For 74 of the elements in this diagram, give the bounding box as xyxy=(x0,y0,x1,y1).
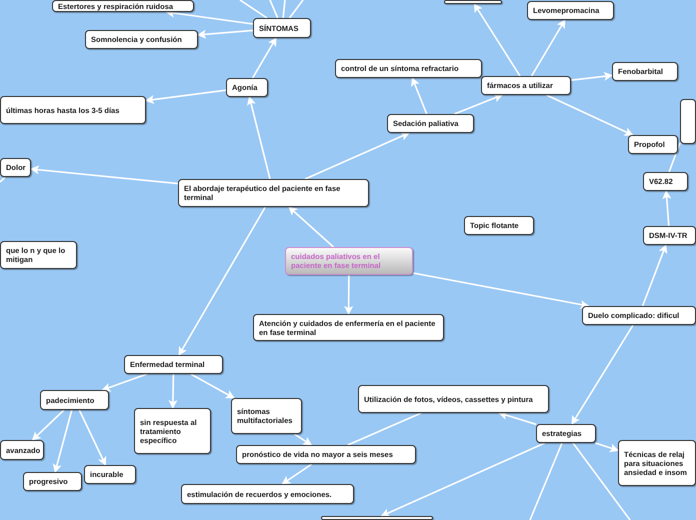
topic-box xyxy=(84,465,136,484)
arrow xyxy=(294,433,312,446)
arrow xyxy=(474,3,521,76)
arrow xyxy=(498,411,536,426)
topic-box xyxy=(358,385,549,413)
topic-box xyxy=(253,18,311,38)
connector-line xyxy=(529,442,563,520)
arrow xyxy=(344,275,354,315)
connector-line xyxy=(282,0,286,18)
arrow xyxy=(252,37,277,78)
arrow xyxy=(246,96,271,180)
arrow xyxy=(78,410,106,466)
topic-box xyxy=(178,179,369,207)
arrow xyxy=(570,72,613,81)
topic-box xyxy=(0,158,31,177)
arrow xyxy=(178,206,266,356)
connector-line xyxy=(347,412,422,446)
arrow xyxy=(380,442,546,517)
topic-box xyxy=(0,241,77,269)
topic-box xyxy=(181,484,354,504)
arrow xyxy=(546,94,634,136)
empty-topic-box xyxy=(680,99,696,144)
topic-box xyxy=(124,355,223,374)
arrow xyxy=(190,373,235,399)
arrow xyxy=(642,244,668,306)
connector-line xyxy=(572,442,631,520)
topic-box xyxy=(536,424,596,443)
arrow xyxy=(454,94,504,115)
topic-box xyxy=(481,76,571,95)
topic-box xyxy=(0,440,44,460)
arrow xyxy=(595,442,619,452)
empty-topic-box xyxy=(321,516,433,520)
connector-line xyxy=(240,0,268,19)
topic-box xyxy=(40,390,109,410)
arrow xyxy=(411,77,428,114)
arrow xyxy=(197,30,254,39)
topic-box xyxy=(612,62,678,81)
topic-box xyxy=(335,59,482,78)
topic-box xyxy=(52,0,194,12)
topic-box xyxy=(226,78,268,97)
topic-box xyxy=(464,216,534,235)
topic-box xyxy=(387,114,474,133)
empty-topic-box xyxy=(444,0,502,4)
topic-box xyxy=(527,1,614,20)
topic-box xyxy=(253,314,444,341)
arrow xyxy=(304,132,410,180)
arrow xyxy=(145,89,226,104)
connector-line xyxy=(288,0,304,18)
connector-line xyxy=(0,176,6,183)
topic-box xyxy=(231,398,302,434)
topic-box xyxy=(643,226,696,245)
topic-box xyxy=(628,135,678,154)
topic-box xyxy=(643,172,688,191)
arrow xyxy=(101,373,148,392)
connector-line xyxy=(668,142,681,172)
arrow xyxy=(32,409,65,441)
arrow xyxy=(662,190,672,226)
arrow xyxy=(30,165,178,184)
arrow xyxy=(571,324,634,425)
topic-box xyxy=(236,445,416,464)
topic-box xyxy=(134,408,211,454)
arrow xyxy=(52,410,73,473)
topic-box xyxy=(0,96,146,124)
arrow xyxy=(168,374,178,409)
connector-line xyxy=(269,0,278,18)
topic-box xyxy=(582,306,696,325)
topic-box xyxy=(85,30,198,49)
arrow xyxy=(412,272,590,309)
topic-box xyxy=(23,472,82,491)
arrow xyxy=(288,206,334,248)
topic-box xyxy=(618,440,696,486)
arrow xyxy=(281,463,312,485)
central-topic-box xyxy=(285,247,413,275)
arrow xyxy=(530,19,566,76)
